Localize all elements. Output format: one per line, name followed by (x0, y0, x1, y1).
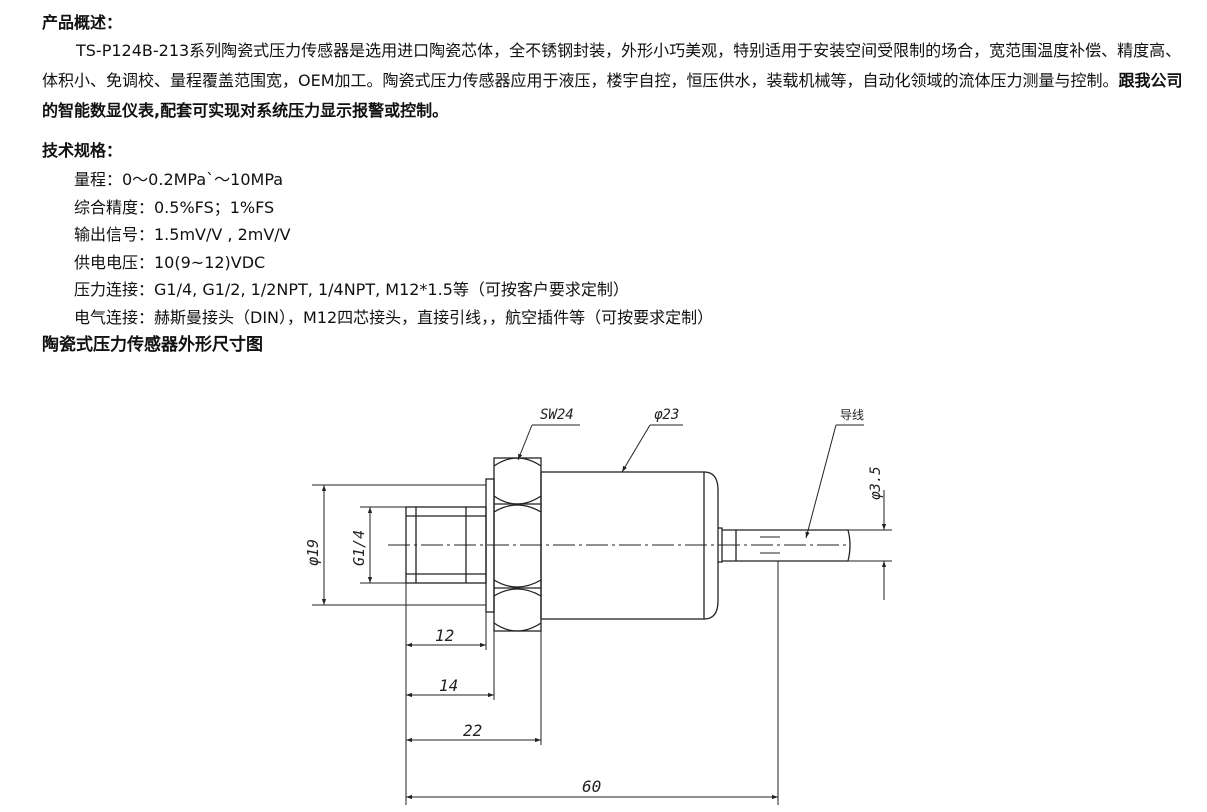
label-dim-60: 60 (582, 777, 601, 796)
spec-item-accuracy: 综合精度：0.5%FS；1%FS (74, 197, 275, 217)
spec-item-pressure-connection: 压力连接：G1/4, G1/2, 1/2NPT, 1/4NPT, M12*1.5… (74, 280, 629, 299)
spec-item-range: 量程：0～0.2MPa`～10MPa (74, 170, 284, 189)
spec-item-supply: 供电电压：10(9~12)VDC (74, 252, 266, 272)
label-flange-diameter: φ19 (304, 539, 322, 566)
spec-item-output: 输出信号：1.5mV/V , 2mV/V (74, 225, 291, 244)
label-dim-22: 22 (463, 721, 482, 740)
overview-text: TS-P124B-213系列陶瓷式压力传感器是选用进口陶瓷芯体，全不锈钢封装，外… (42, 41, 1182, 90)
overview-bold-text: 跟我公司的智能数显仪表,配套可实现对系统压力显示报警或控制。 (42, 71, 1183, 120)
label-lead-wire: 导线 (840, 408, 864, 422)
drawing-title: 陶瓷式压力传感器外形尺寸图 (42, 335, 263, 355)
cable (722, 529, 851, 562)
label-body-diameter: φ23 (654, 407, 679, 423)
overview-paragraph: TS-P124B-213系列陶瓷式压力传感器是选用进口陶瓷芯体，全不锈钢封装，外… (42, 36, 1192, 126)
spec-item-electrical-connection: 电气连接：赫斯曼接头（DIN），M12四芯接头，直接引线，，航空插件等（可按要求… (74, 307, 714, 327)
page-content: 产品概述： TS-P124B-213系列陶瓷式压力传感器是选用进口陶瓷芯体，全不… (42, 10, 1192, 359)
label-thread: G1/4 (350, 530, 368, 566)
label-sw24: SW24 (540, 407, 574, 423)
label-cable-diameter: φ3.5 (868, 466, 884, 500)
label-dim-12: 12 (435, 626, 454, 645)
spec-list: 量程：0～0.2MPa`～10MPa 综合精度：0.5%FS；1%FS 输出信号… (42, 166, 1192, 331)
specs-title: 技术规格： (42, 141, 123, 160)
label-dim-14: 14 (439, 676, 458, 695)
overview-title: 产品概述： (42, 13, 123, 32)
